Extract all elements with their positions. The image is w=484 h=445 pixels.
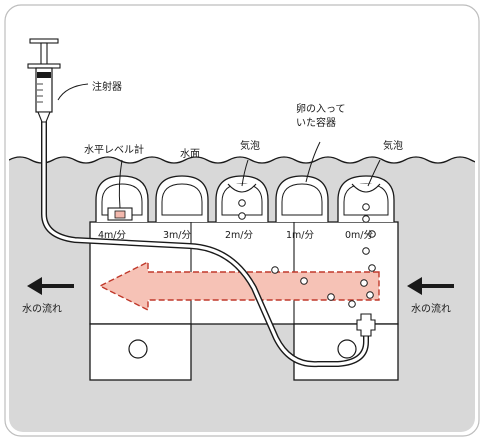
air-bubble: [271, 266, 279, 274]
label-syringe: 注射器: [92, 80, 122, 93]
speed-label: 0m/分: [345, 230, 373, 241]
air-bubble: [360, 279, 368, 287]
air-bubble: [362, 203, 370, 211]
egg-container-inner: [161, 183, 203, 216]
air-bubble: [366, 291, 374, 299]
syringe-plunger-rod: [40, 42, 48, 66]
air-bubble: [368, 230, 376, 238]
air-bubble: [362, 247, 370, 255]
air-bubble: [238, 212, 246, 220]
flow-arrow-right: [407, 277, 454, 295]
air-bubble: [362, 215, 370, 223]
label-level-gauge: 水平レベル計: [84, 143, 144, 156]
speed-label: 3m/分: [163, 230, 191, 241]
leader-container: [305, 141, 321, 183]
air-bubble: [238, 199, 246, 207]
speed-label: 4m/分: [98, 230, 126, 241]
syringe-tip: [37, 111, 51, 123]
nozzle: [356, 313, 376, 337]
drain-hole-right: [337, 339, 357, 359]
egg-container-inner: [281, 183, 323, 216]
air-bubble: [368, 264, 376, 272]
air-bubble: [300, 277, 308, 285]
egg-container: [337, 175, 395, 222]
label-egg-container-line2: いた容器: [296, 116, 336, 129]
level-gauge-bubble: [114, 210, 126, 219]
flow-arrow-left: [27, 277, 74, 295]
air-bubble: [348, 300, 356, 308]
syringe-tube-inner: [42, 120, 368, 366]
trapped-bubble: [351, 183, 381, 193]
syringe-plunger-handle: [29, 38, 59, 44]
drain-hole-left: [128, 339, 148, 359]
speed-label: 2m/分: [225, 230, 253, 241]
air-bubble: [327, 293, 335, 301]
leader-syringe: [57, 83, 89, 101]
leader-level-gauge: [118, 159, 123, 209]
label-flow-right: 水の流れ: [411, 302, 451, 315]
leader-bubble-right: [367, 159, 381, 187]
label-egg-container-line1: 卵の入って: [296, 103, 346, 115]
label-bubble-right: 気泡: [383, 139, 403, 152]
syringe-plunger-tip: [37, 72, 51, 78]
flow-arrow-in-device: [98, 260, 380, 312]
leader-bubble-left: [241, 159, 249, 187]
syringe: [27, 38, 61, 123]
egg-container-inner: [101, 183, 143, 216]
label-water-surface: 水面: [180, 148, 200, 160]
trapped-bubble: [227, 183, 257, 193]
water-surface-line: [9, 156, 475, 164]
label-bubble-left: 気泡: [240, 139, 260, 152]
label-flow-left: 水の流れ: [22, 302, 62, 315]
air-bubbles: [238, 199, 376, 308]
speed-label: 1m/分: [286, 230, 314, 241]
